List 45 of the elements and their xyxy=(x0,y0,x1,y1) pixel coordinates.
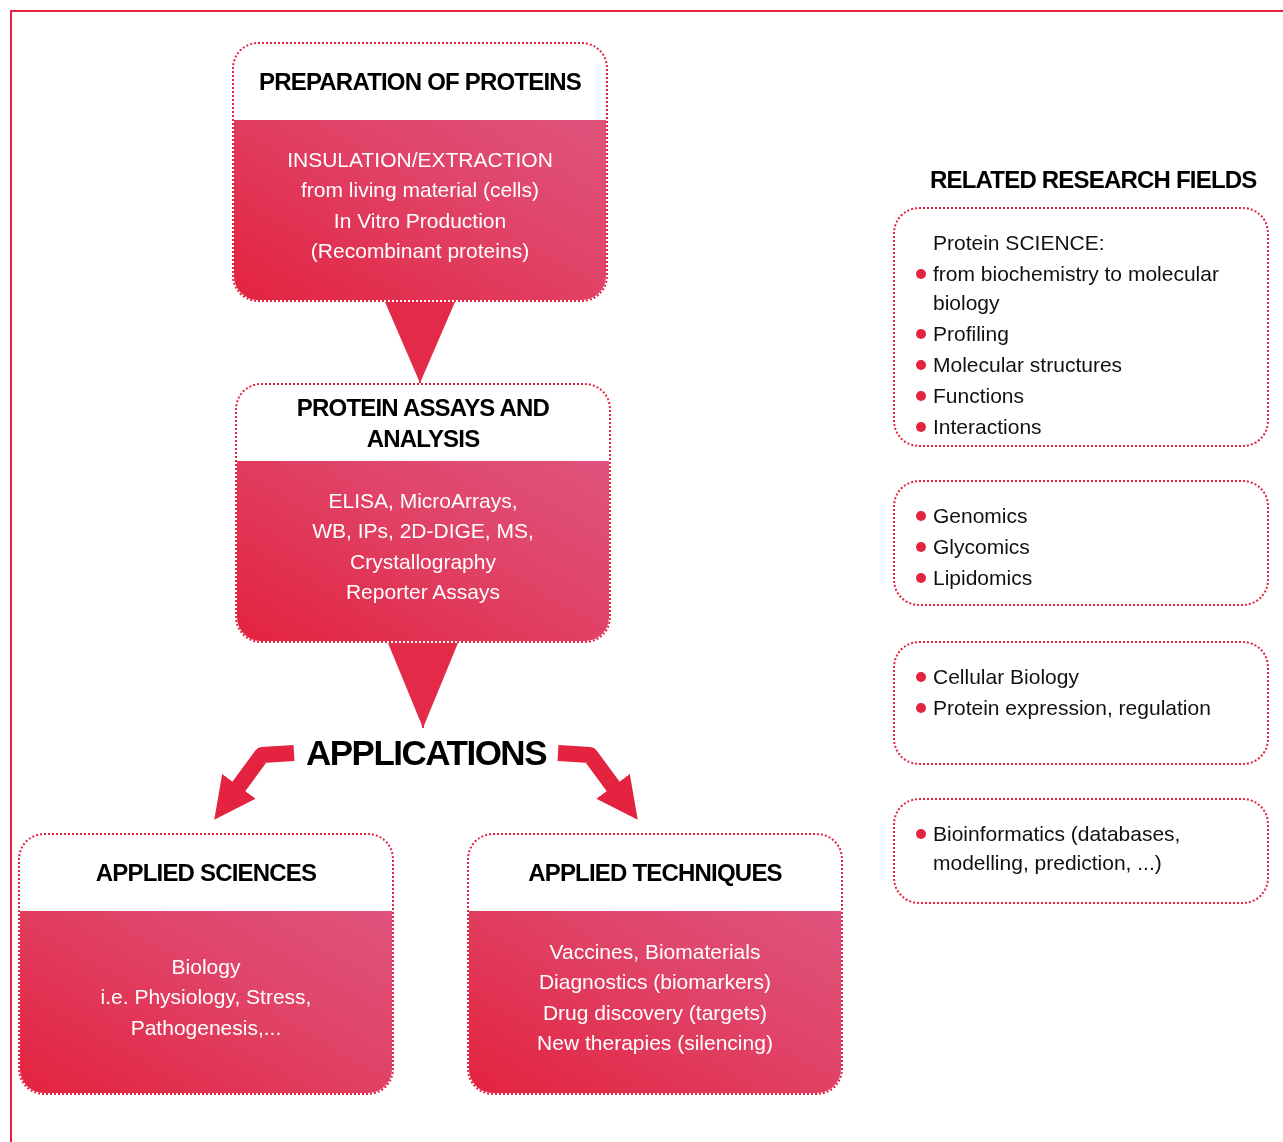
box-text: Biology xyxy=(171,954,241,981)
list-item: Glycomics xyxy=(933,533,1030,560)
box-text: In Vitro Production xyxy=(333,207,507,234)
list-item: Molecular structures xyxy=(933,351,1123,378)
list-item: Profiling xyxy=(933,320,1009,347)
list-item: Functions xyxy=(933,382,1025,409)
bent-arrow xyxy=(214,745,295,820)
bent-arrow xyxy=(557,745,638,820)
box-text: INSULATION/EXTRACTION xyxy=(287,146,553,173)
list-item: Cellular Biology xyxy=(933,664,1079,690)
box-heading: PREPARATION OF PROTEINS xyxy=(258,67,582,98)
list-item: from biochemistry to molecular biology xyxy=(933,260,1220,316)
process-box xyxy=(18,833,394,1095)
list-item: Protein expression, regulation xyxy=(933,694,1211,721)
field-box xyxy=(893,207,1269,447)
box-text: from living material (cells) xyxy=(300,177,539,204)
box-text: Reporter Assays xyxy=(345,578,501,605)
process-box xyxy=(232,42,608,302)
section-heading: RELATED RESEARCH FIELDS xyxy=(930,166,1257,194)
list-item: Bioinformatics (databases, modelling, prediction, ...) xyxy=(933,821,1182,876)
box-text: Pathogenesis,... xyxy=(130,1014,282,1041)
box-text: WB, IPs, 2D-DIGE, MS, xyxy=(312,518,534,545)
box-heading: APPLIED TECHNIQUES xyxy=(528,858,782,889)
box-heading: PROTEIN ASSAYS AND ANALYSIS xyxy=(295,392,551,454)
pointer-arrow xyxy=(388,642,458,729)
box-text: New therapies (silencing) xyxy=(537,1029,773,1056)
box-heading: APPLIED SCIENCES xyxy=(95,858,317,889)
process-box xyxy=(467,833,843,1095)
field-box xyxy=(893,641,1269,765)
list-item: Interactions xyxy=(933,413,1042,440)
box-text: Crystallography xyxy=(350,548,496,575)
field-box xyxy=(893,798,1269,904)
process-box xyxy=(235,383,611,643)
box-text: Drug discovery (targets) xyxy=(542,999,768,1026)
list-item: Lipidomics xyxy=(933,564,1033,591)
field-box xyxy=(893,480,1269,606)
box-text: ELISA, MicroArrays, xyxy=(328,487,518,514)
pointer-arrow xyxy=(385,301,455,384)
box-text: Vaccines, Biomaterials xyxy=(549,938,761,965)
box-text: i.e. Physiology, Stress, xyxy=(100,984,312,1011)
box-text: Diagnostics (biomarkers) xyxy=(538,969,772,996)
section-title: APPLICATIONS xyxy=(306,733,546,773)
list-item: Genomics xyxy=(933,503,1028,529)
list-heading: Protein SCIENCE: xyxy=(933,230,1105,256)
box-text: (Recombinant proteins) xyxy=(310,237,530,264)
